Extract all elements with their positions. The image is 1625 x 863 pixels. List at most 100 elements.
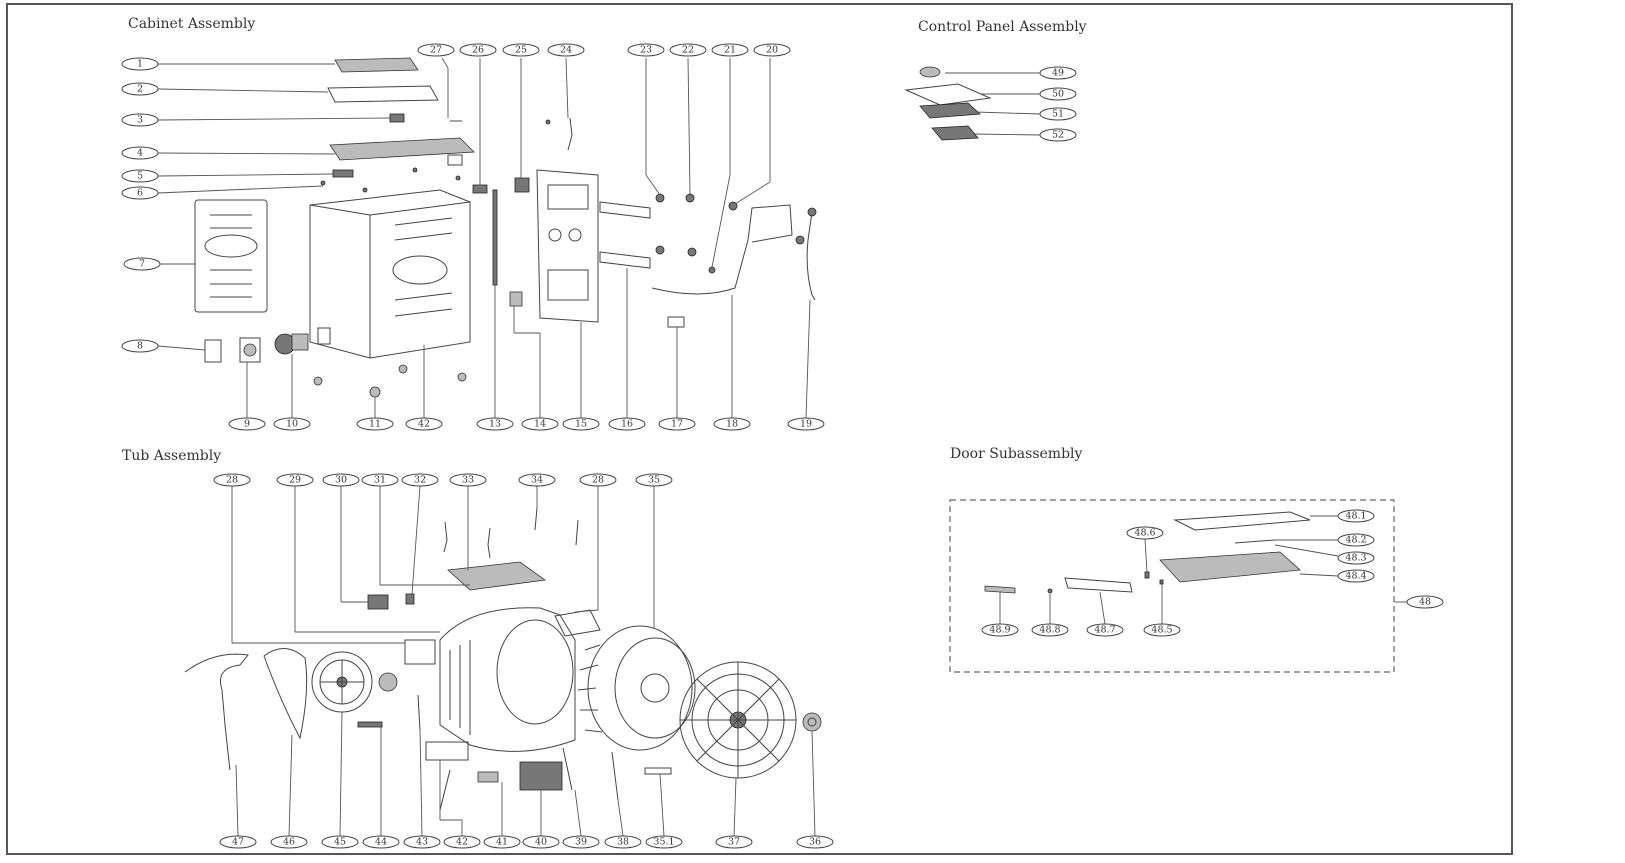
part-outer-tub [439, 607, 576, 752]
callout-4: 4 [137, 148, 143, 159]
part-bearing [378, 672, 398, 692]
callout-9: 9 [244, 419, 250, 430]
control-panel-parts: 49 50 51 52 [904, 66, 1077, 142]
callout-41: 41 [496, 837, 508, 848]
callout-26: 26 [472, 45, 484, 56]
callout-52: 52 [1052, 130, 1064, 141]
part-filter-frame [239, 337, 261, 363]
callout-28-right: 28 [592, 475, 604, 486]
part-rail [492, 189, 498, 286]
cabinet-leaders [157, 57, 811, 419]
callout-10: 10 [286, 419, 298, 430]
callout-48-6: 48.6 [1134, 528, 1155, 539]
callout-48-8: 48.8 [1039, 625, 1060, 636]
callout-31: 31 [374, 475, 386, 486]
callout-22: 22 [682, 45, 694, 56]
tub-parts [184, 507, 822, 811]
callout-35: 35 [648, 475, 660, 486]
callout-38: 38 [617, 837, 629, 848]
callout-34: 34 [531, 475, 543, 486]
part-rod [417, 694, 421, 731]
part-panel-cover [904, 83, 992, 106]
part-frame-top [329, 137, 475, 161]
part-bracket-lower [599, 251, 651, 269]
part-spring-1 [443, 521, 448, 553]
callout-21: 21 [724, 45, 736, 56]
callout-49: 49 [1052, 68, 1064, 79]
callout-42-tub: 42 [456, 837, 468, 848]
callout-48-3: 48.3 [1345, 553, 1366, 564]
part-spring-2 [487, 527, 491, 559]
callout-14: 14 [534, 419, 546, 430]
callout-30: 30 [335, 475, 347, 486]
callout-32: 32 [414, 475, 426, 486]
callout-48: 48 [1419, 597, 1431, 608]
callout-18: 18 [726, 419, 738, 430]
part-filter-cover [204, 339, 222, 363]
callout-6: 6 [137, 188, 143, 199]
part-tub-bracket [425, 741, 469, 761]
callout-48-2: 48.2 [1345, 535, 1366, 546]
callout-48-1: 48.1 [1345, 511, 1366, 522]
callout-43: 43 [416, 837, 428, 848]
control-panel-assembly-title: Control Panel Assembly [918, 19, 1087, 35]
callout-33: 33 [462, 475, 474, 486]
callout-48-7: 48.7 [1094, 625, 1115, 636]
part-door-lid [1173, 511, 1311, 531]
callout-46: 46 [283, 837, 295, 848]
tub-assembly-title: Tub Assembly [122, 448, 221, 464]
part-door-handle [984, 585, 1016, 594]
callout-25: 25 [515, 45, 527, 56]
door-subassembly: 48.1 48.2 48.3 48.4 48.6 48 48.9 48.8 48… [949, 499, 1444, 673]
part-shock-absorber-right [562, 747, 573, 791]
part-spring-4 [575, 519, 579, 546]
part-drum-lifter [644, 767, 672, 775]
callout-48-4: 48.4 [1345, 571, 1366, 582]
part-control-board [919, 102, 981, 119]
callout-5: 5 [137, 171, 143, 182]
callout-3: 3 [137, 115, 143, 126]
callout-16: 16 [621, 419, 633, 430]
callout-8: 8 [137, 341, 143, 352]
part-motor [519, 761, 563, 791]
callout-11: 11 [369, 419, 381, 430]
part-sensor [509, 291, 523, 307]
callout-24: 24 [560, 45, 572, 56]
part-side-panel [194, 199, 268, 313]
callout-1: 1 [137, 59, 143, 70]
callout-42-cabinet: 42 [418, 419, 430, 430]
part-inlet-valve [514, 177, 530, 193]
callout-2: 2 [137, 84, 143, 95]
part-drive-belt [184, 653, 249, 771]
part-clip [667, 316, 685, 328]
door-subassembly-title: Door Subassembly [950, 446, 1083, 462]
part-damper-mount [367, 594, 389, 610]
callout-28-left: 28 [226, 475, 238, 486]
tub-leaders [231, 485, 816, 837]
callout-36: 36 [809, 837, 821, 848]
part-door-inner-panel [1159, 551, 1301, 583]
part-inlet-hose [806, 211, 816, 301]
part-counterweight-top [447, 561, 547, 591]
part-top-plate [327, 85, 439, 103]
door-subassembly-boundary [949, 499, 1395, 673]
part-foot [369, 386, 381, 398]
part-hub-nut [802, 712, 822, 732]
cabinet-assembly-title: Cabinet Assembly [128, 16, 255, 32]
part-bracket-upper [599, 201, 651, 219]
callout-45: 45 [334, 837, 346, 848]
callout-44: 44 [375, 837, 387, 848]
callout-35-1: 35.1 [653, 837, 674, 848]
part-drain-pipe [651, 204, 793, 295]
part-shock-absorber [439, 769, 451, 811]
part-cabinet-body [309, 189, 471, 359]
callout-47: 47 [232, 837, 244, 848]
callout-39: 39 [575, 837, 587, 848]
callout-27: 27 [430, 45, 442, 56]
part-door-hinge [1064, 577, 1133, 593]
part-belt-loop [263, 648, 308, 740]
callout-37: 37 [728, 837, 740, 848]
part-spring-3 [534, 507, 538, 531]
cabinet-parts [194, 57, 817, 398]
